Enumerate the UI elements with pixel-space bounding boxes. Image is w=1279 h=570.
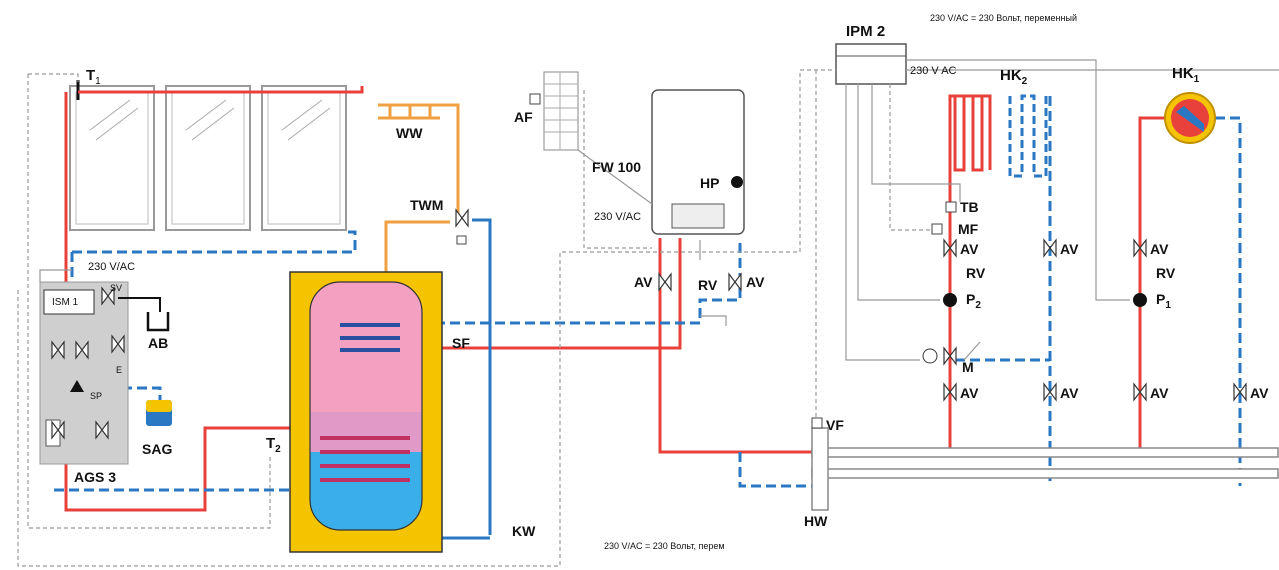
heating-circuit-2-label: HK2 bbox=[1000, 67, 1028, 87]
pump-p2-subscript: 2 bbox=[975, 299, 981, 311]
pump-p2-label: P2 bbox=[966, 291, 981, 311]
temp-limiter-label: TB bbox=[960, 199, 979, 215]
floor-heating-coil bbox=[953, 94, 1048, 178]
valve-av-label-3: AV bbox=[960, 241, 979, 257]
flow-sensor-vf-label: VF bbox=[826, 417, 844, 433]
collector-panel-2 bbox=[165, 85, 251, 231]
mixing-valve-twm-label: TWM bbox=[410, 197, 444, 213]
pump-p1 bbox=[1133, 293, 1147, 307]
mixer-label: M bbox=[962, 359, 974, 375]
collection-container-label: AB bbox=[148, 335, 169, 351]
control-cables bbox=[17, 59, 1279, 567]
solar-station-ags3 bbox=[39, 281, 129, 465]
collector-panel-3 bbox=[261, 85, 347, 231]
sensor-boxes bbox=[456, 201, 957, 429]
check-valve-rv-label-3: RV bbox=[1156, 265, 1176, 281]
pump-p1-label: P1 bbox=[1156, 291, 1171, 311]
outdoor-sensor-label: AF bbox=[514, 109, 533, 125]
heating-circuit-1-subscript: 1 bbox=[1193, 74, 1200, 85]
voltage-note-bottom: 230 V/AC = 230 Вольт, перем bbox=[604, 541, 725, 551]
boiler-label: FW 100 bbox=[592, 159, 642, 175]
collector-panel-1 bbox=[69, 85, 155, 231]
radiator-hk1 bbox=[1164, 92, 1216, 144]
ipm2-module bbox=[835, 43, 907, 85]
heating-circuit-2-subscript: 2 bbox=[1021, 76, 1028, 87]
heating-pump-label: HP bbox=[700, 175, 720, 191]
sensor-t2-label: T2 bbox=[266, 435, 281, 455]
mixer-motor-m bbox=[922, 348, 938, 364]
collection-container-ab bbox=[146, 312, 170, 332]
antifreeze-canister-sag bbox=[146, 400, 172, 426]
flow-sensor-mf-label: MF bbox=[958, 221, 979, 237]
hydraulic-header bbox=[811, 427, 1279, 511]
check-valve-rv-label-1: RV bbox=[698, 277, 718, 293]
ism1-label: ISM 1 bbox=[52, 297, 79, 308]
heating-pump-hp bbox=[731, 176, 743, 188]
boiler-unit bbox=[651, 89, 745, 235]
solar-pump-label: SP bbox=[90, 391, 103, 401]
valve-av-label-6: AV bbox=[960, 385, 979, 401]
ipm2-label: IPM 2 bbox=[846, 23, 886, 40]
sensor-t2-subscript: 2 bbox=[275, 444, 281, 455]
cold-water-label: KW bbox=[512, 523, 536, 539]
valve-av-label-2: AV bbox=[746, 274, 765, 290]
pump-p2 bbox=[943, 293, 957, 307]
valve-av-label-1: AV bbox=[634, 274, 653, 290]
hot-water-pipes bbox=[378, 103, 460, 272]
solar-flow-sf-label: SF bbox=[452, 335, 470, 351]
valve-av-label-7: AV bbox=[1060, 385, 1079, 401]
hydraulic-separator-label: HW bbox=[804, 513, 828, 529]
safety-valve-label: SV bbox=[110, 283, 123, 293]
solar-collectors bbox=[69, 80, 347, 231]
valve-av-label-8: AV bbox=[1150, 385, 1169, 401]
storage-tank bbox=[289, 271, 443, 553]
heating-circuit-1-label: HK1 bbox=[1172, 65, 1200, 85]
check-valve-rv-label-2: RV bbox=[966, 265, 986, 281]
voltage-note-top: 230 V/AC = 230 Вольт, переменный bbox=[930, 13, 1077, 23]
pumps bbox=[922, 293, 1147, 364]
ipm2-voltage-label: 230 V AC bbox=[910, 65, 957, 77]
outdoor-sensor-wall bbox=[529, 71, 579, 151]
hot-water-label: WW bbox=[396, 125, 423, 141]
fill-valve-e-label: E bbox=[116, 365, 123, 375]
valve-av-label-9: AV bbox=[1250, 385, 1269, 401]
solar-voltage-label: 230 V/AC bbox=[88, 261, 136, 273]
sensor-t1-label: T1 bbox=[86, 67, 101, 87]
antifreeze-label: SAG bbox=[142, 441, 173, 457]
pump-p1-subscript: 1 bbox=[1165, 299, 1171, 311]
sensor-t1-subscript: 1 bbox=[95, 76, 101, 87]
solar-station-label: AGS 3 bbox=[74, 469, 117, 485]
boiler-voltage-label: 230 V/AC bbox=[594, 211, 642, 223]
valve-av-label-5: AV bbox=[1150, 241, 1169, 257]
valve-av-label-4: AV bbox=[1060, 241, 1079, 257]
